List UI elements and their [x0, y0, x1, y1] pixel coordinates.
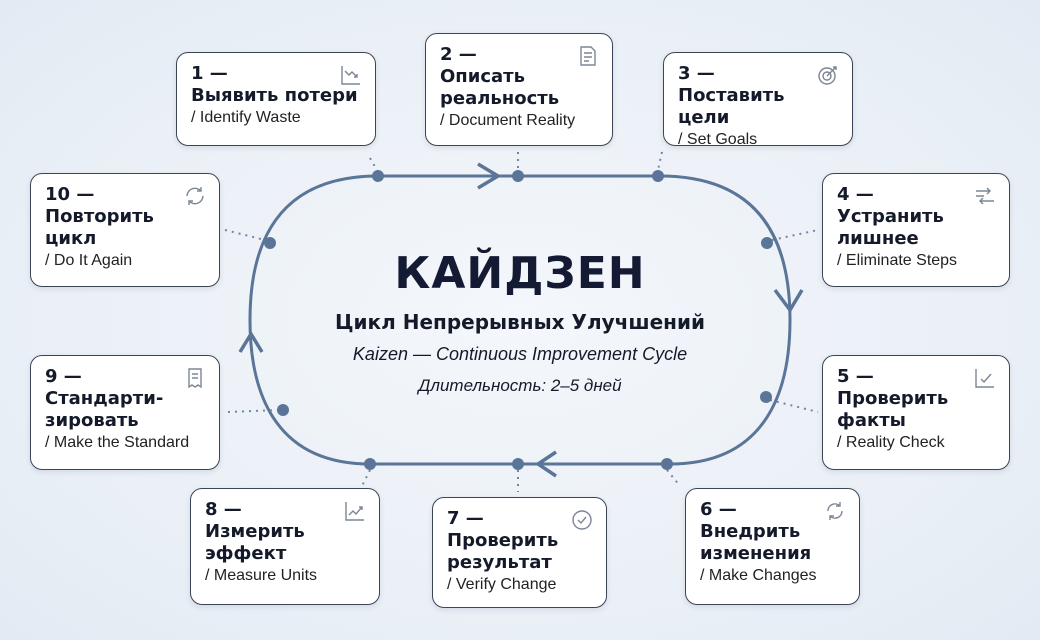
step-number: 3 —	[678, 63, 715, 84]
step-card-8: 8 — Измерить эффект / Measure Units	[190, 488, 380, 605]
step-title: Поставить цели	[678, 85, 785, 128]
document-icon	[580, 46, 596, 66]
main-title: КАЙДЗЕН	[394, 248, 646, 299]
loop-node	[364, 458, 376, 470]
chart-check-icon	[975, 369, 994, 388]
step-subtitle: / Identify Waste	[191, 109, 301, 126]
step-card-6: 6 — Внедрить изменения / Make Changes	[685, 488, 860, 605]
step-number: 5 —	[837, 366, 874, 387]
loop-node	[264, 237, 276, 249]
step-subtitle: / Document Reality	[440, 112, 576, 129]
step-card-3: 3 — Поставить цели / Set Goals	[663, 52, 853, 148]
subtitle: Цикл Непрерывных Улучшений	[334, 310, 706, 334]
step-card-2: 2 — Описать реальность / Document Realit…	[425, 33, 613, 146]
step-card-9: 9 — Стандарти-зировать / Make the Standa…	[30, 355, 220, 470]
step-subtitle: / Do It Again	[45, 252, 133, 269]
step-subtitle: / Make Changes	[700, 567, 817, 584]
step-title: Проверить факты	[837, 388, 949, 431]
loop-node	[277, 404, 289, 416]
step-card-1: 1 — Выявить потери / Identify Waste	[176, 52, 376, 146]
step-card-10: 10 — Повторить цикл / Do It Again	[30, 173, 220, 287]
duration: Длительность: 2–5 дней	[418, 376, 622, 395]
step-number: 9 —	[45, 366, 82, 387]
step-title: Описать реальность	[440, 66, 560, 109]
step-number: 2 —	[440, 44, 477, 65]
check-circle-icon	[572, 510, 592, 530]
english-subtitle: Kaizen — Continuous Improvement Cycle	[352, 344, 688, 364]
loop-node	[760, 391, 772, 403]
step-number: 1 —	[191, 63, 228, 84]
chart-up-icon	[345, 502, 364, 521]
target-icon	[818, 66, 837, 85]
step-card-7: 7 — Проверить результат / Verify Change	[432, 497, 607, 608]
loop-node	[761, 237, 773, 249]
filter-arrows-icon	[976, 187, 994, 205]
step-subtitle: / Reality Check	[837, 434, 945, 451]
step-number: 4 —	[837, 184, 874, 205]
refresh-icon	[186, 187, 204, 205]
loop-node	[661, 458, 673, 470]
step-card-5: 5 — Проверить факты / Reality Check	[822, 355, 1010, 470]
step-card-4: 4 — Устранить лишнее / Eliminate Steps	[822, 173, 1010, 287]
step-subtitle: / Eliminate Steps	[837, 252, 958, 269]
loop-node	[652, 170, 664, 182]
step-number: 8 —	[205, 499, 242, 520]
cycle-icon	[827, 502, 843, 520]
step-subtitle: / Measure Units	[205, 567, 318, 584]
step-title: Внедрить изменения	[700, 521, 812, 564]
loop-node	[512, 170, 524, 182]
chart-down-icon	[341, 66, 360, 85]
loop-node	[512, 458, 524, 470]
step-subtitle: / Set Goals	[678, 131, 758, 148]
step-subtitle: / Verify Change	[447, 576, 557, 593]
step-number: 6 —	[700, 499, 737, 520]
step-title: Повторить цикл	[45, 206, 154, 249]
step-title: Устранить лишнее	[837, 206, 944, 249]
standard-doc-icon	[188, 368, 202, 389]
step-title: Проверить результат	[447, 530, 559, 573]
step-number: 10 —	[45, 184, 95, 205]
step-title: Измерить эффект	[205, 521, 305, 564]
step-title: Стандарти-зировать	[45, 388, 164, 431]
step-number: 7 —	[447, 508, 484, 529]
step-title: Выявить потери	[191, 85, 358, 106]
step-subtitle: / Make the Standard	[45, 434, 190, 451]
loop-node	[372, 170, 384, 182]
